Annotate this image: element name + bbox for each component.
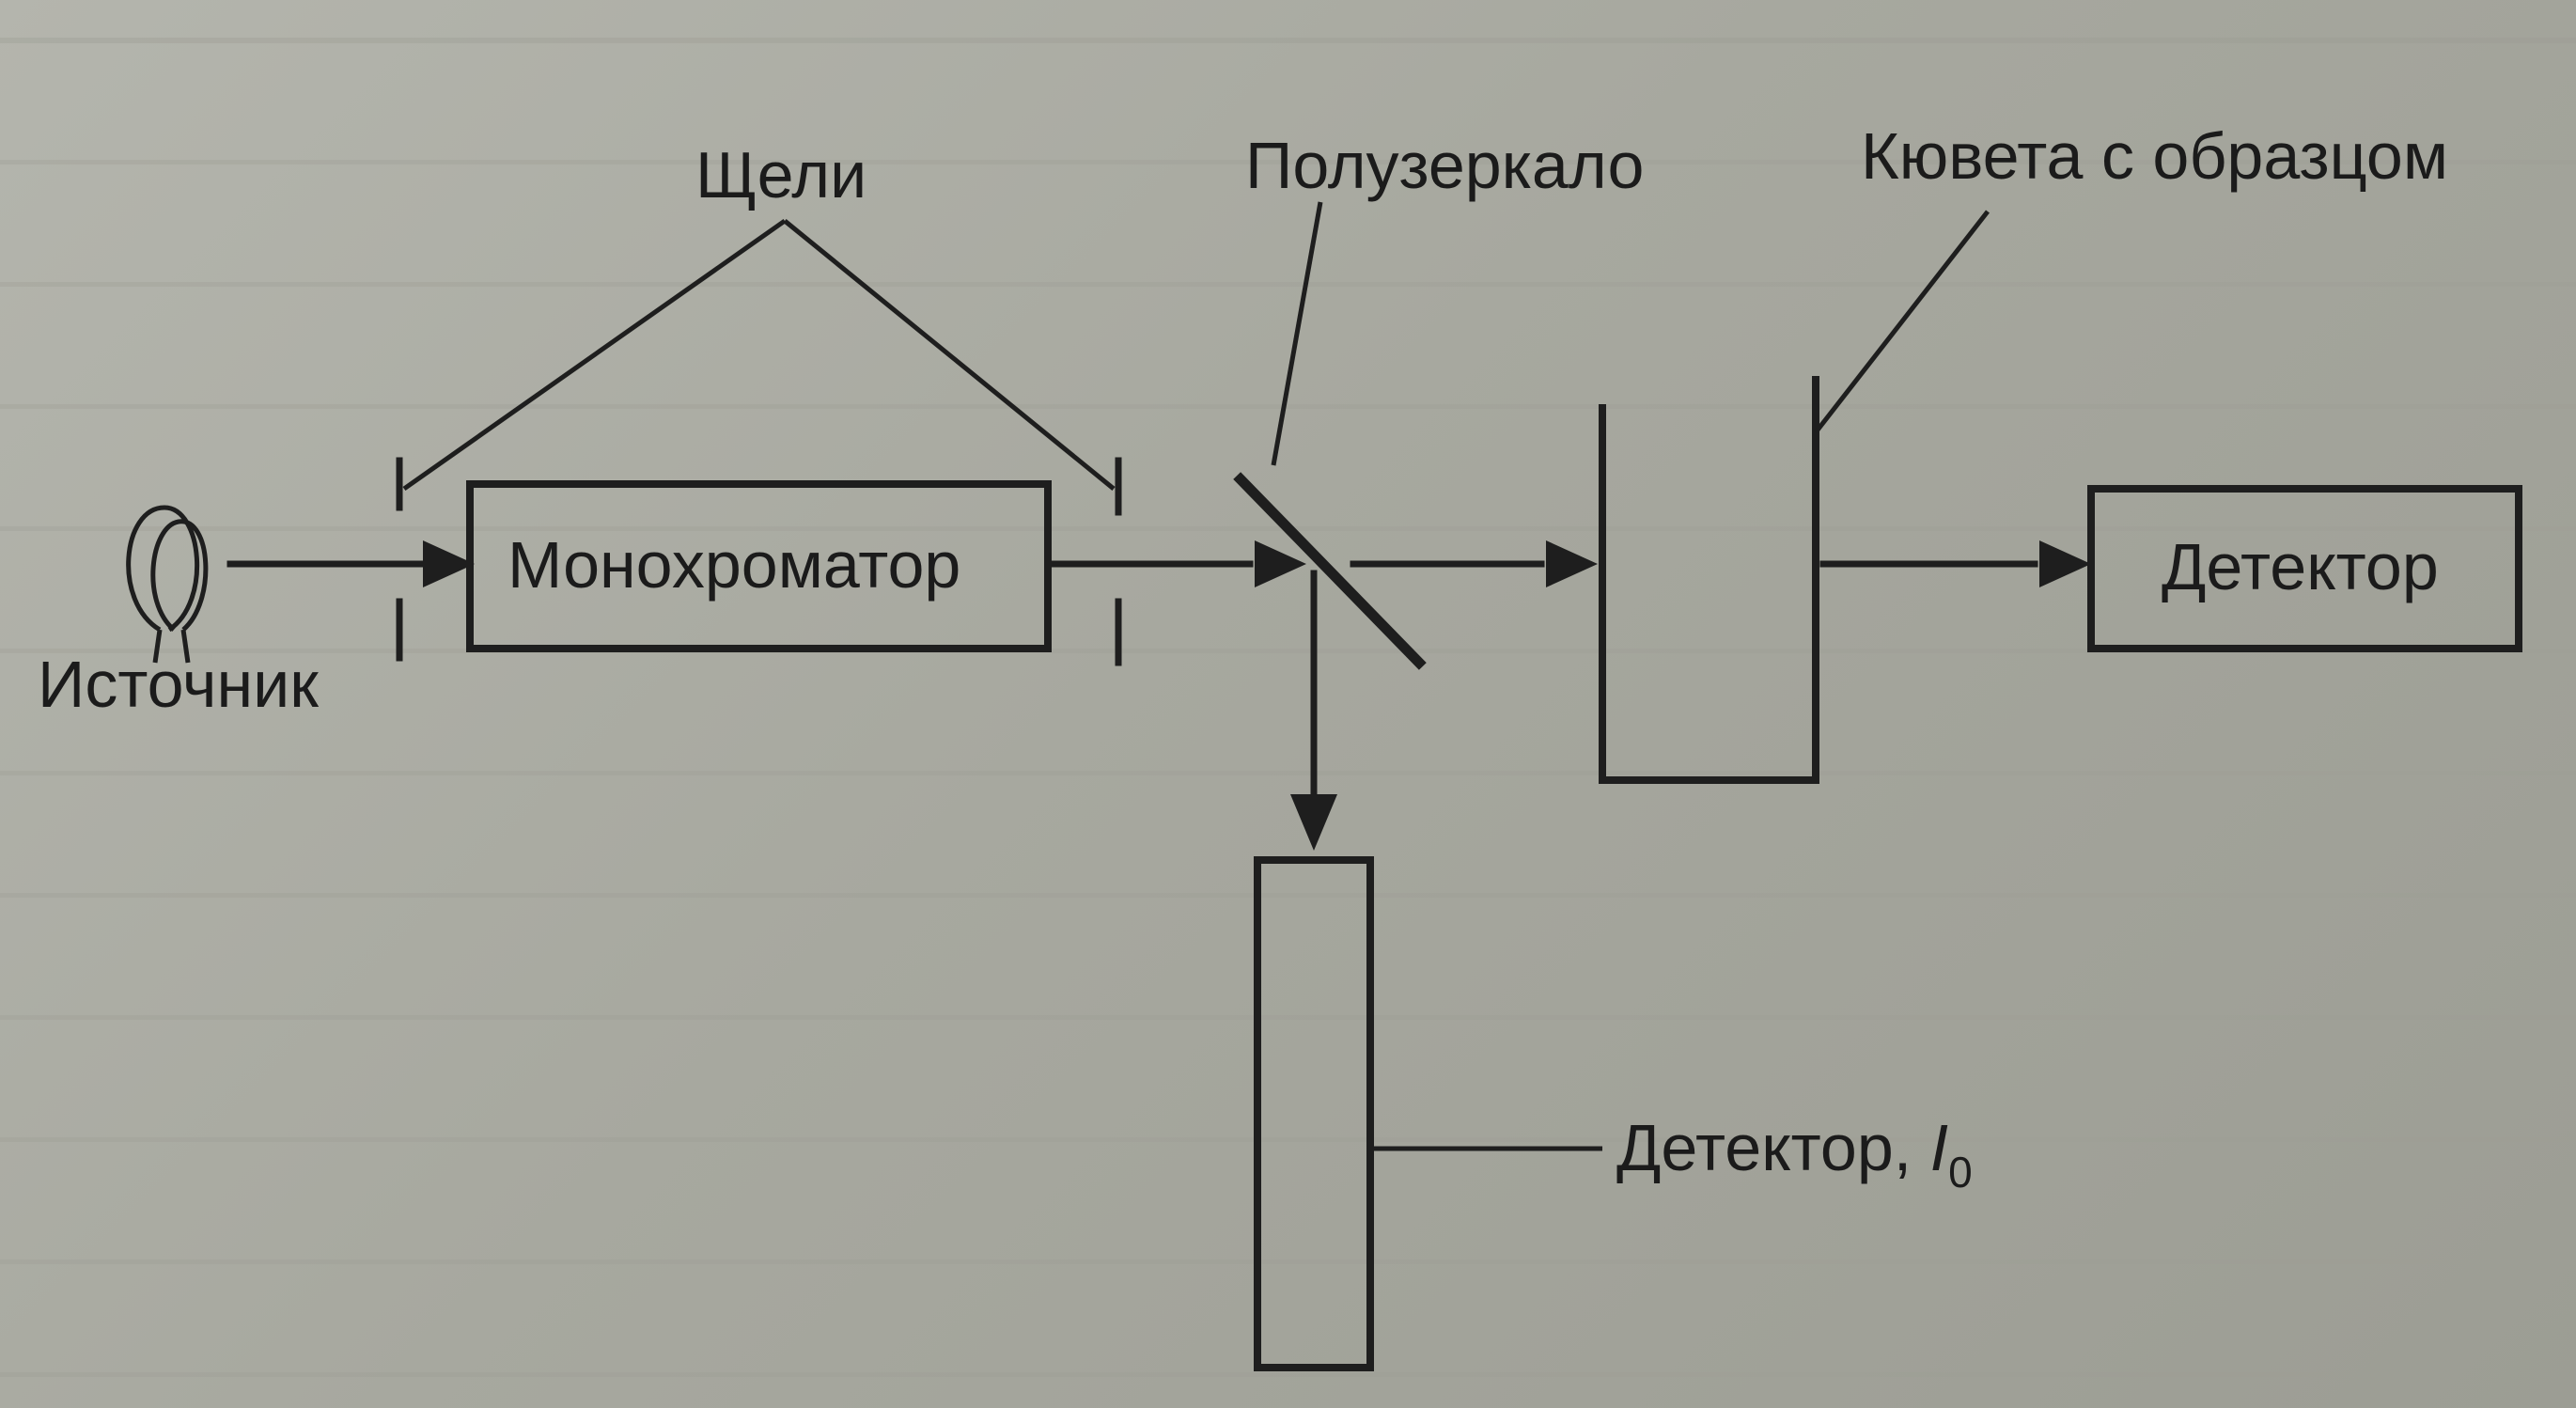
source-label: Источник xyxy=(38,648,319,721)
reference-detector-label-text: Детектор, xyxy=(1616,1111,1930,1184)
cuvette-leader-line xyxy=(1814,210,1990,434)
monochromator-label: Монохроматор xyxy=(507,528,960,602)
detector-label: Детектор xyxy=(2162,530,2439,603)
beam-mirror-to-reference-detector xyxy=(1290,570,1337,851)
beam-monochromator-to-mirror xyxy=(1049,540,1306,587)
detector-box xyxy=(2087,485,2522,652)
beam-cuvette-to-detector xyxy=(1819,540,2091,587)
reference-detector-box xyxy=(1254,856,1374,1371)
monochromator-box xyxy=(466,480,1052,652)
background-bleed-through xyxy=(0,38,2576,1377)
reference-detector-subscript: 0 xyxy=(1948,1148,1973,1197)
reference-detector-label: Детектор, I0 xyxy=(1616,1111,1973,1197)
sample-cuvette xyxy=(1599,376,1819,784)
half-mirror-label: Полузеркало xyxy=(1245,129,1644,202)
half-mirror xyxy=(1233,472,1427,670)
beam-source-to-monochromator xyxy=(226,540,475,587)
lamp-filament-icon xyxy=(126,505,209,664)
reference-detector-symbol: I xyxy=(1930,1111,1948,1184)
slits-leader-lines xyxy=(402,218,1116,492)
cuvette-label: Кювета с образцом xyxy=(1861,119,2448,193)
slits-label: Щели xyxy=(695,138,866,211)
half-mirror-leader-line xyxy=(1271,201,1323,466)
beam-mirror-to-cuvette xyxy=(1350,540,1598,587)
